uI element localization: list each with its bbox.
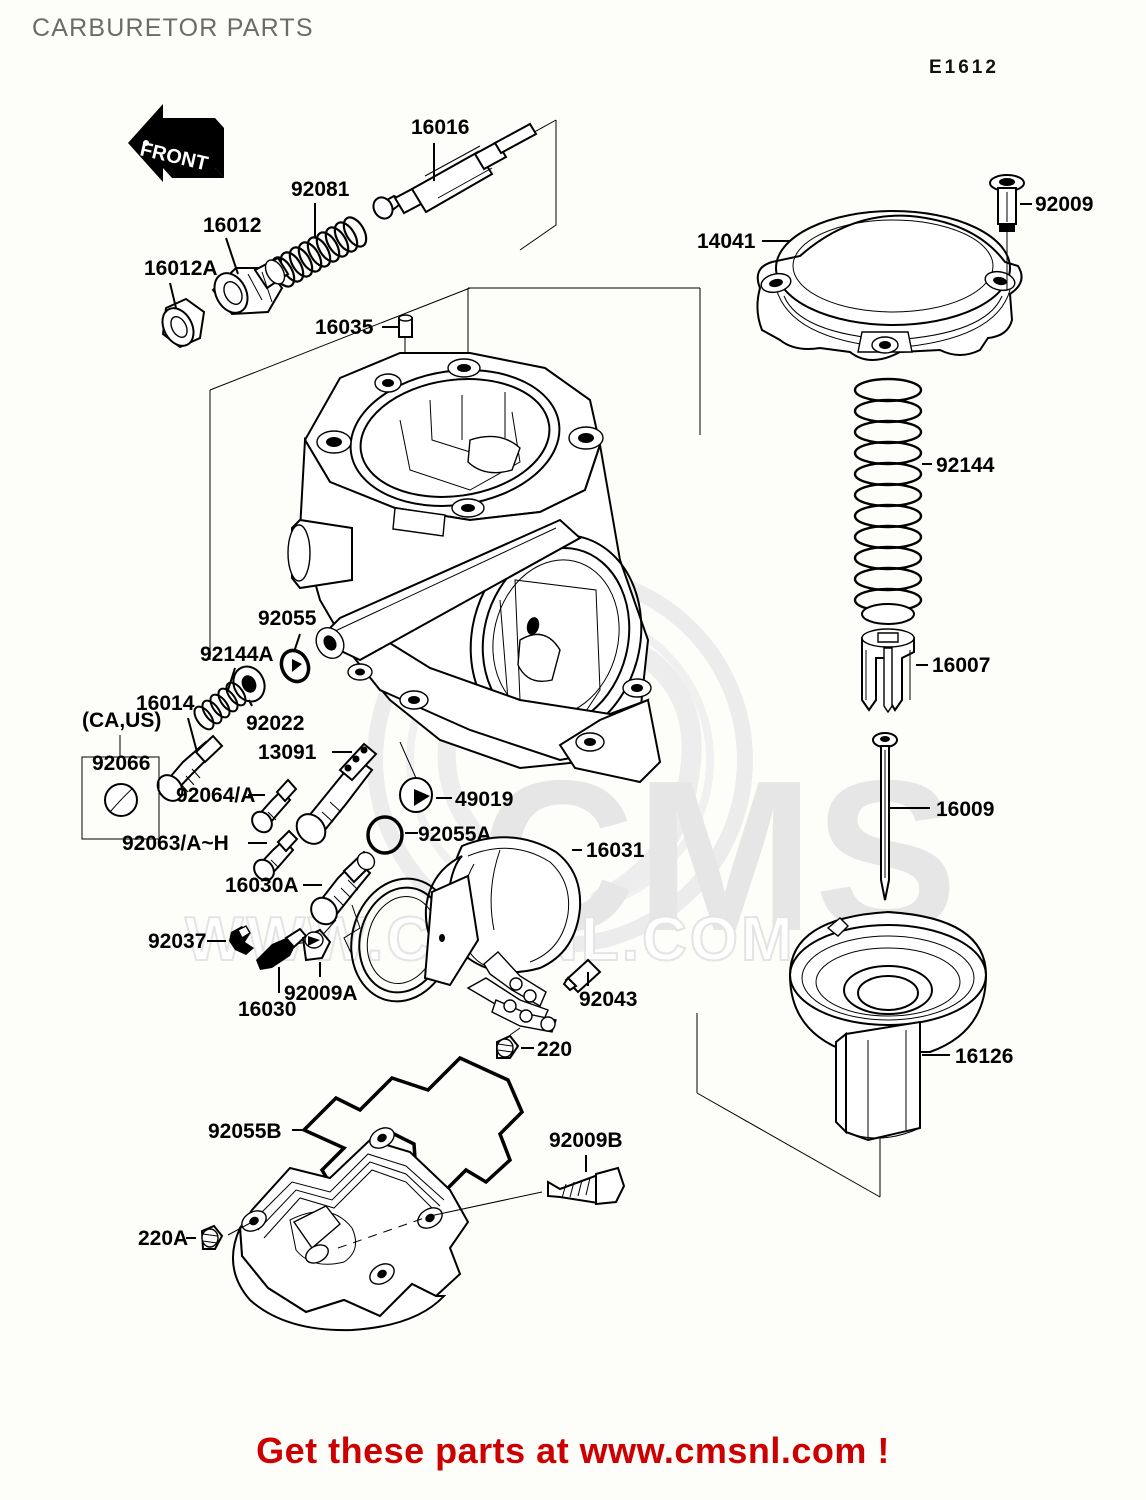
part-92022-shape (232, 665, 266, 703)
label-16126: 16126 (922, 1045, 1013, 1068)
label-92009A: 92009A (284, 962, 358, 1005)
label-16012A: 16012A (144, 257, 218, 309)
label-92009-text: 92009 (1035, 193, 1093, 216)
label-16012: 16012 (203, 214, 261, 275)
label-92043: 92043 (579, 972, 637, 1011)
label-16035: 16035 (315, 316, 398, 339)
part-92063AH-shape (253, 829, 299, 882)
region-note-text: (CA,US) (82, 709, 161, 732)
label-49019: 49019 (436, 788, 513, 811)
part-220-shape (496, 1027, 521, 1059)
label-92055-text: 92055 (258, 607, 317, 630)
label-92081-text: 92081 (291, 178, 350, 201)
label-92055A: 92055A (405, 823, 492, 846)
label-16030A-text: 16030A (225, 874, 299, 897)
part-16126-shape (788, 910, 988, 1142)
part-16012A-shape (161, 297, 206, 349)
part-16009-shape (872, 732, 898, 901)
label-16030-text: 16030 (238, 998, 296, 1021)
label-16031: 16031 (572, 839, 645, 862)
part-92055-shape (279, 648, 311, 684)
float-bowl (227, 1127, 543, 1332)
section-boundary-lines (209, 119, 881, 1198)
part-16007-shape (861, 628, 915, 714)
label-16030A: 16030A (225, 874, 322, 897)
label-92022-text: 92022 (246, 712, 304, 735)
label-16007-text: 16007 (932, 654, 990, 677)
label-13091-text: 13091 (258, 741, 317, 764)
label-16007: 16007 (916, 654, 990, 677)
label-92009A-text: 92009A (284, 982, 358, 1005)
label-16031-text: 16031 (586, 839, 645, 862)
part-16012-shape (211, 256, 290, 316)
label-92009: 92009 (1020, 193, 1093, 216)
label-92081: 92081 (291, 178, 350, 238)
label-220A-text: 220A (138, 1227, 188, 1250)
part-13091-shape (295, 742, 378, 845)
label-92063AH-text: 92063/A~H (122, 832, 229, 855)
label-92037-text: 92037 (148, 930, 206, 953)
label-92055A-text: 92055A (418, 823, 492, 846)
label-16014: 16014 (136, 692, 198, 753)
label-16009-text: 16009 (936, 798, 994, 821)
part-16030A-shape (289, 850, 376, 956)
label-92009B-text: 92009B (549, 1129, 623, 1152)
part-49019-shape (399, 741, 433, 813)
part-92055A-shape (366, 815, 404, 855)
label-13091: 13091 (258, 741, 352, 764)
label-92063AH: 92063/A~H (122, 832, 267, 855)
label-220A: 220A (138, 1227, 196, 1250)
label-220-text: 220 (537, 1038, 572, 1061)
part-92144A-shape (193, 681, 247, 731)
label-92022: 92022 (246, 699, 304, 735)
label-92043-text: 92043 (579, 988, 637, 1011)
footer-promo-text: Get these parts at www.cmsnl.com ! (256, 1430, 890, 1471)
part-16016-shape (372, 122, 538, 220)
label-16126-text: 16126 (955, 1045, 1013, 1068)
part-16014-shape (156, 734, 224, 802)
label-92037: 92037 (148, 930, 226, 953)
label-16009: 16009 (890, 798, 994, 821)
label-92144A-text: 92144A (200, 643, 274, 666)
label-16016-text: 16016 (411, 116, 469, 139)
reference-code: E1612 (929, 57, 999, 78)
part-92043-shape (562, 958, 602, 994)
label-92064A: 92064/A (176, 784, 265, 807)
part-220A-shape (200, 1224, 224, 1250)
label-92066-text: 92066 (92, 752, 150, 775)
label-92009B: 92009B (549, 1129, 623, 1172)
label-92144A: 92144A (200, 643, 274, 691)
part-92064A-shape (251, 778, 298, 834)
part-92009-shape (989, 174, 1025, 290)
part-92009A-shape (301, 928, 332, 962)
label-92055: 92055 (258, 607, 317, 653)
front-arrow-marker: FRONT (128, 104, 224, 182)
label-92055B: 92055B (208, 1120, 302, 1143)
label-92055B-text: 92055B (208, 1120, 282, 1143)
label-49019-text: 49019 (455, 788, 513, 811)
region-note-box: (CA,US) 92066 (81, 709, 161, 840)
label-16035-text: 16035 (315, 316, 374, 339)
part-92009B-shape (547, 1166, 626, 1206)
part-92144-shape (853, 377, 923, 625)
label-16016: 16016 (411, 116, 469, 181)
label-220: 220 (521, 1038, 572, 1061)
label-92064A-text: 92064/A (176, 784, 255, 807)
part-16031-shape (350, 836, 582, 1033)
label-14041: 14041 (697, 230, 790, 253)
page-title: CARBURETOR PARTS (32, 14, 314, 42)
label-16012-text: 16012 (203, 214, 261, 237)
label-14041-text: 14041 (697, 230, 756, 253)
label-16012A-text: 16012A (144, 257, 218, 280)
label-92144-text: 92144 (936, 454, 995, 477)
label-16014-text: 16014 (136, 692, 195, 715)
label-16030: 16030 (238, 967, 296, 1021)
label-92144: 92144 (922, 454, 995, 477)
carburetor-body (287, 352, 662, 784)
part-92037-shape (229, 925, 254, 955)
part-14041-shape (756, 210, 1023, 361)
